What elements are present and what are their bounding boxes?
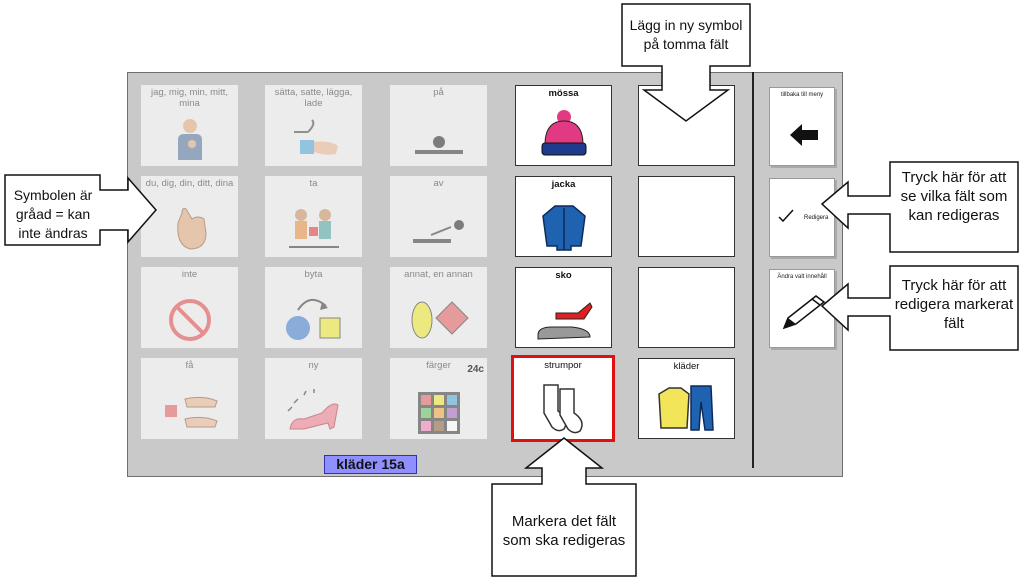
- new-shoe-icon: [265, 383, 362, 435]
- callout-left-shape: [4, 174, 157, 246]
- back-label: tillbaka till meny: [780, 92, 824, 98]
- back-to-menu-button[interactable]: tillbaka till meny: [769, 87, 835, 166]
- clothes-icon: [639, 382, 734, 434]
- cell-ny[interactable]: ny: [265, 358, 362, 439]
- board-title: kläder 15a: [324, 455, 417, 474]
- change-label: Ändra valt innehåll: [777, 274, 827, 280]
- cell-byta[interactable]: byta: [265, 267, 362, 348]
- cell-satta[interactable]: sätta, satte, lägga, lade: [265, 85, 362, 166]
- cell-label: ta: [309, 178, 318, 189]
- other-shapes-icon: [390, 294, 487, 344]
- cell-label: sko: [555, 270, 572, 281]
- socks-icon: [514, 383, 612, 435]
- on-icon: [390, 122, 487, 162]
- cell-label: sätta, satte, lägga, lade: [274, 87, 353, 109]
- cell-farger[interactable]: färger 24c: [390, 358, 487, 439]
- callout-bottom-text: Markera det fält som ska redigeras: [502, 513, 626, 549]
- cell-label: färger: [426, 360, 451, 371]
- cell-label: annat, en annan: [404, 269, 473, 280]
- beanie-hat-icon: [516, 109, 611, 161]
- callout-top-shape: [621, 3, 751, 122]
- callout-bottom-shape: [491, 437, 637, 577]
- cell-label: kläder: [673, 361, 700, 372]
- edit-button[interactable]: Redigera: [769, 178, 835, 257]
- shoes-icon: [516, 291, 611, 343]
- cell-empty-3[interactable]: [638, 267, 735, 348]
- cell-label: du, dig, din, ditt, dina: [145, 178, 234, 189]
- cell-label: jag, mig, min, mitt, mina: [150, 87, 229, 109]
- no-sign-icon: [141, 296, 238, 344]
- callout-top-text: Lägg in ny symbol på tomma fält: [629, 17, 743, 52]
- cell-label: byta: [304, 269, 323, 280]
- pointing-self-icon: [141, 116, 238, 162]
- cell-badge: 24c: [467, 364, 484, 375]
- take-icon: [265, 203, 362, 253]
- cell-av[interactable]: av: [390, 176, 487, 257]
- cell-label: jacka: [551, 179, 576, 190]
- cell-fa[interactable]: få: [141, 358, 238, 439]
- checkmark-icon: [778, 209, 794, 228]
- cell-label: av: [433, 178, 444, 189]
- cell-label: ny: [308, 360, 319, 371]
- cell-label: strumpor: [544, 360, 582, 371]
- cell-sko[interactable]: sko: [515, 267, 612, 348]
- arrow-left-icon: [790, 124, 818, 151]
- receive-icon: [141, 389, 238, 435]
- callout-right-top-text: Tryck här för att se vilka fält som kan …: [900, 169, 1008, 224]
- cell-jag[interactable]: jag, mig, min, mitt, mina: [141, 85, 238, 166]
- swap-shapes-icon: [265, 290, 362, 344]
- callout-right-bottom-shape: [820, 265, 1019, 351]
- color-grid-icon: [390, 391, 487, 435]
- board-divider: [752, 72, 754, 468]
- put-hand-icon: [265, 116, 362, 162]
- cell-jacka[interactable]: jacka: [515, 176, 612, 257]
- cell-klader[interactable]: kläder: [638, 358, 735, 439]
- cell-label: inte: [181, 269, 198, 280]
- callout-right-bottom-text: Tryck här för att redigera markerat fält: [894, 277, 1014, 332]
- pointing-you-icon: [141, 205, 238, 253]
- cell-mossa[interactable]: mössa: [515, 85, 612, 166]
- pencil-icon: [782, 294, 826, 335]
- cell-du[interactable]: du, dig, din, ditt, dina: [141, 176, 238, 257]
- callout-left-text: Symbolen är gråad = kan inte ändras: [13, 187, 93, 241]
- cell-empty-2[interactable]: [638, 176, 735, 257]
- cell-label: få: [185, 360, 194, 371]
- cell-ta[interactable]: ta: [265, 176, 362, 257]
- edit-label: Redigera: [804, 215, 829, 221]
- cell-strumpor[interactable]: strumpor: [511, 355, 615, 442]
- off-icon: [390, 213, 487, 253]
- cell-annat[interactable]: annat, en annan: [390, 267, 487, 348]
- cell-label: på: [433, 87, 444, 98]
- callout-right-top-shape: [820, 161, 1019, 253]
- jacket-icon: [516, 202, 611, 252]
- cell-pa[interactable]: på: [390, 85, 487, 166]
- cell-inte[interactable]: inte: [141, 267, 238, 348]
- cell-label: mössa: [548, 88, 579, 99]
